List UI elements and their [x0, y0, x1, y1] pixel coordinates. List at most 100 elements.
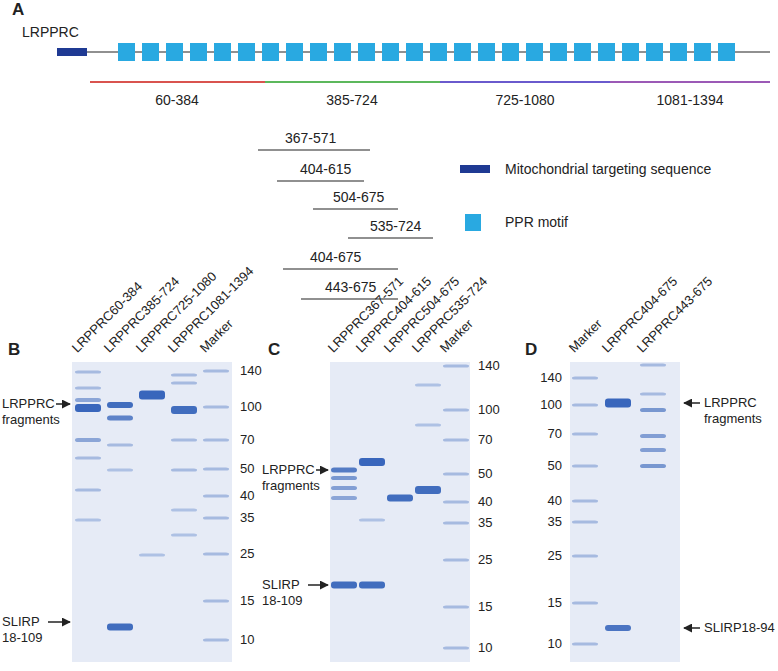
marker-size: 15 — [240, 593, 254, 609]
domain-map — [57, 43, 770, 299]
gel-band — [415, 384, 441, 387]
ppr-motif — [262, 43, 279, 61]
ppr-motif — [238, 43, 255, 61]
gel-band — [572, 555, 598, 558]
ppr-motif — [574, 43, 591, 61]
figure-label: SLIRP 18-109 — [2, 614, 48, 646]
legend-text: PPR motif — [505, 214, 568, 230]
ppr-motif — [622, 43, 639, 61]
figure-label: 725-1080 — [495, 92, 554, 108]
gel-band — [107, 402, 133, 408]
figure-label: 404-675 — [310, 249, 361, 265]
gel-band — [443, 365, 469, 368]
marker-size: 70 — [548, 426, 562, 442]
gel-band — [203, 517, 229, 520]
marker-size: 40 — [478, 494, 492, 510]
figure-label: 367-571 — [285, 130, 336, 146]
gel-band — [572, 433, 598, 436]
marker-size: 40 — [548, 493, 562, 509]
ppr-motif — [718, 43, 735, 61]
annotation-arrows — [48, 403, 700, 628]
figure-label: 504-675 — [333, 189, 384, 205]
figure-label: 1081-1394 — [657, 92, 724, 108]
gel-band — [331, 496, 357, 500]
gel-band — [572, 500, 598, 503]
gel-band — [75, 457, 101, 460]
marker-size: 100 — [540, 397, 562, 413]
gel-band — [75, 438, 101, 442]
marker-size: 35 — [240, 510, 254, 526]
gel-band — [443, 473, 469, 476]
gel-band — [107, 624, 133, 631]
gel-band — [107, 444, 133, 447]
marker-size: 140 — [240, 363, 262, 379]
gel-band — [171, 406, 197, 414]
ppr-motif — [358, 43, 375, 61]
gel-band — [359, 458, 385, 466]
gel-band — [331, 476, 357, 480]
gel-band — [640, 393, 666, 396]
marker-size: 15 — [548, 595, 562, 611]
ppr-motif — [406, 43, 423, 61]
figure-label: LRPPRC fragments — [262, 462, 324, 494]
gel-band — [331, 468, 357, 473]
marker-size: 50 — [548, 458, 562, 474]
gel-band — [572, 465, 598, 468]
gel-band — [203, 406, 229, 409]
ppr-motif — [190, 43, 207, 61]
figure-label: 385-724 — [326, 92, 377, 108]
legend-swatch — [465, 214, 481, 231]
figure-label: SLIRP 18-109 — [262, 577, 308, 609]
ppr-motif — [502, 43, 519, 61]
gel-band — [640, 408, 666, 412]
gel-band — [443, 409, 469, 412]
legend-text: Mitochondrial targeting sequence — [505, 161, 711, 177]
figure-label: SLIRP18-94 — [704, 620, 775, 636]
gel-band — [75, 404, 101, 412]
figure-label: LRPPRC fragments — [704, 395, 770, 427]
ppr-motif — [526, 43, 543, 61]
gel-band — [572, 404, 598, 407]
gel-band — [640, 364, 666, 367]
gel-band — [171, 534, 197, 537]
gel-band — [605, 625, 631, 631]
gel-band — [640, 464, 666, 468]
figure-label: 535-724 — [370, 218, 421, 234]
gel-band — [331, 582, 357, 589]
gel-band — [359, 582, 385, 589]
gel-band — [572, 377, 598, 380]
gel-band — [75, 387, 101, 390]
gel-band — [203, 439, 229, 442]
marker-size: 140 — [478, 358, 500, 374]
gel-band — [171, 382, 197, 385]
ppr-motif — [670, 43, 687, 61]
gel-band — [171, 469, 197, 472]
ppr-motif — [694, 43, 711, 61]
marker-size: 40 — [240, 488, 254, 504]
marker-size: 50 — [478, 466, 492, 482]
gel-band — [203, 495, 229, 498]
gel-band — [203, 370, 229, 373]
gel-band — [387, 495, 413, 502]
gel-band — [443, 647, 469, 650]
marker-size: 100 — [478, 402, 500, 418]
ppr-motif — [478, 43, 495, 61]
gel-band — [605, 399, 631, 408]
figure-label: 60-384 — [155, 92, 199, 108]
gel-band — [107, 469, 133, 472]
marker-size: 35 — [478, 515, 492, 531]
ppr-motif — [646, 43, 663, 61]
gel-band — [107, 416, 133, 421]
ppr-motif — [334, 43, 351, 61]
gel-band — [203, 553, 229, 556]
ppr-motif — [118, 43, 135, 61]
marker-size: 100 — [240, 399, 262, 415]
gel-background — [570, 362, 680, 662]
ppr-motif — [286, 43, 303, 61]
marker-size: 25 — [240, 546, 254, 562]
legend-swatch — [460, 165, 490, 173]
gel-band — [75, 489, 101, 492]
ppr-motif — [550, 43, 567, 61]
marker-size: 25 — [478, 552, 492, 568]
gel-band — [443, 501, 469, 504]
